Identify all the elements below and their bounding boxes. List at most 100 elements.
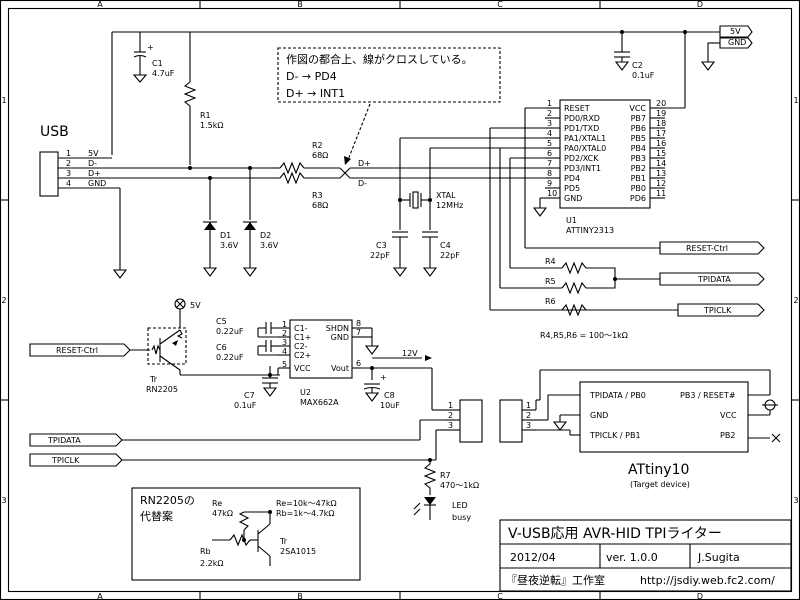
c8-value: 10uF (380, 401, 400, 410)
row-label-3: 3 (1, 496, 6, 505)
alt-re: Re (212, 499, 222, 508)
c5-capacitor: C5 0.22uF (216, 317, 278, 338)
u1-pin-num: 4 (547, 129, 552, 138)
c4-ref: C4 (440, 241, 451, 250)
row-label-2-right: 2 (793, 296, 798, 305)
u1-pin-name: PD2/XCK (564, 154, 599, 163)
header-connector-right: 1 2 3 (499, 399, 536, 443)
c2-value: 0.1uF (632, 71, 655, 80)
gnd-rail (700, 42, 720, 71)
c5-ref: C5 (216, 317, 227, 326)
u2-pin-5: 5 VCC (278, 360, 311, 373)
u1-pin-num: 8 (547, 169, 552, 178)
u1-pin-name: PD1/TXD (564, 124, 599, 133)
c7-capacitor: C7 0.1uF (234, 366, 278, 410)
title-block: V-USB応用 AVR-HID TPIライター 2012/04 ver. 1.0… (499, 519, 792, 592)
u1-pin-name: PB1 (631, 174, 646, 183)
alt-rb-val: 2.2kΩ (200, 559, 223, 568)
conn-right-pin1: 1 (526, 401, 531, 410)
conn-right-pin3: 3 (526, 421, 531, 430)
r5-resistor: R5 (545, 277, 617, 295)
u2-pin-num: 1 (282, 320, 287, 329)
alt-re-val: 47kΩ (212, 509, 233, 518)
u1-pin-name: PB0 (631, 184, 646, 193)
led-busy: LED busy (413, 497, 471, 522)
u1-pin-num: 7 (547, 159, 552, 168)
target-pin-vcc: VCC (720, 411, 737, 420)
r456-note: R4,R5,R6 = 100～1kΩ (540, 331, 628, 340)
reset-ctrl-port-left: RESET-Ctrl (29, 343, 131, 357)
u2-pin-name: VCC (294, 364, 311, 373)
u2-pin-name: C2+ (294, 351, 311, 360)
title-block-url: http://jsdiy.web.fc2.com/ (640, 574, 775, 587)
target-pin-tpidata: TPIDATA / PB0 (589, 391, 646, 400)
r2-resistor: R2 68Ω (270, 141, 340, 175)
tpiclk-port-left-label: TPICLK (51, 456, 80, 465)
gnd-port-label: GND (728, 38, 746, 47)
alt-tr-val: 2SA1015 (280, 547, 316, 556)
c1-ref: C1 (152, 59, 163, 68)
u1-pin-name: PD5 (564, 184, 580, 193)
row-label-1: 1 (1, 96, 6, 105)
u1-attiny2313: U1 ATTINY2313 1RESET2PD0/RXD3PD1/TXD4PA1… (545, 99, 666, 235)
tpiclk-port-right: TPICLK (677, 303, 765, 317)
target-attiny10: TPIDATA / PB0 GND TPICLK / PB1 PB3 / RES… (579, 381, 749, 489)
u1-pin-name: PD0/RXD (564, 114, 600, 123)
reset-ctrl-wire-u1 (524, 107, 660, 249)
gnd-port-shape (719, 37, 753, 49)
row-label-2: 2 (1, 296, 6, 305)
tr-ref: Tr (149, 375, 158, 384)
dplus-net-label: D+ (358, 159, 371, 168)
u2-pin-num: 8 (356, 319, 361, 328)
tr-value: RN2205 (146, 385, 178, 394)
d1-ref: D1 (220, 231, 231, 240)
u1-pin-num: 16 (656, 139, 666, 148)
u1-pin-num: 19 (656, 109, 666, 118)
c1-capacitor: + C1 4.7uF (132, 32, 175, 83)
5v-port-label: 5V (730, 27, 741, 36)
usb-pin1-name: 5V (88, 149, 99, 158)
r1-ref: R1 (200, 111, 211, 120)
r4-r6-wires (489, 127, 678, 311)
reset-ctrl-port-right: RESET-Ctrl (659, 241, 765, 255)
dminus-net-label: D- (358, 179, 367, 188)
c1-value: 4.7uF (152, 69, 175, 78)
vcc-rail (111, 31, 720, 155)
col-label-a-bottom: A (97, 592, 103, 600)
d2-zener: D2 3.6V (242, 166, 279, 277)
u1-pin-name: PA0/XTAL0 (564, 144, 606, 153)
u2-pin-num: 6 (356, 359, 361, 368)
usb-pin1-num: 1 (66, 149, 71, 158)
u1-pin-name: PB7 (631, 114, 646, 123)
u1-pin-name: VCC (629, 104, 646, 113)
u2-pin-num: 5 (282, 360, 287, 369)
usb-pin2-num: 2 (66, 159, 71, 168)
alt-rb: Rb (200, 547, 211, 556)
u1-part: ATTINY2313 (566, 226, 614, 235)
u1-right-pins: 20VCC19PB718PB617PB516PB415PB314PB213PB1… (629, 99, 666, 203)
u1-pin-name: PB6 (631, 124, 646, 133)
c8-capacitor: + C8 10uF (363, 373, 400, 410)
usb-title: USB (40, 124, 69, 140)
row-label-3-right: 3 (793, 496, 798, 505)
d2-value: 3.6V (260, 241, 279, 250)
target-sub: (Target device) (630, 480, 690, 489)
u1-pin-num: 11 (656, 189, 666, 198)
u2-pin-num: 7 (356, 328, 361, 337)
title-block-org: 『昼夜逆転』工作室 (506, 573, 605, 587)
c5-value: 0.22uF (216, 327, 244, 336)
